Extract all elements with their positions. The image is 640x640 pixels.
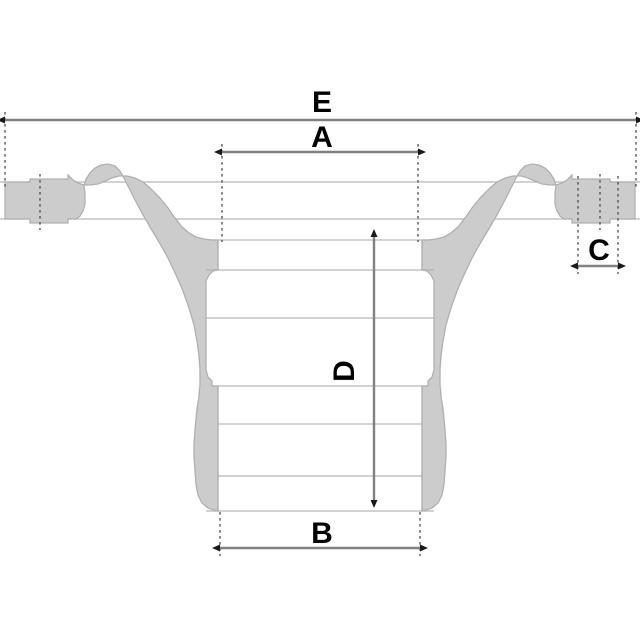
bore-wall-outlines: [206, 240, 434, 511]
dimension-lines-group: [0, 116, 640, 552]
dimension-label-C: C: [588, 234, 610, 267]
dimension-label-A: A: [311, 121, 333, 154]
wheel-section-fill: [4, 163, 636, 512]
dimension-label-D: D: [328, 360, 361, 382]
dimension-label-B: B: [311, 517, 333, 550]
left-half-section: [4, 163, 219, 512]
dimension-label-E: E: [312, 86, 332, 119]
section-detail-lines: [0, 181, 640, 512]
right-half-section: [421, 163, 636, 512]
dimension-labels-group: E A C B D: [311, 86, 610, 550]
